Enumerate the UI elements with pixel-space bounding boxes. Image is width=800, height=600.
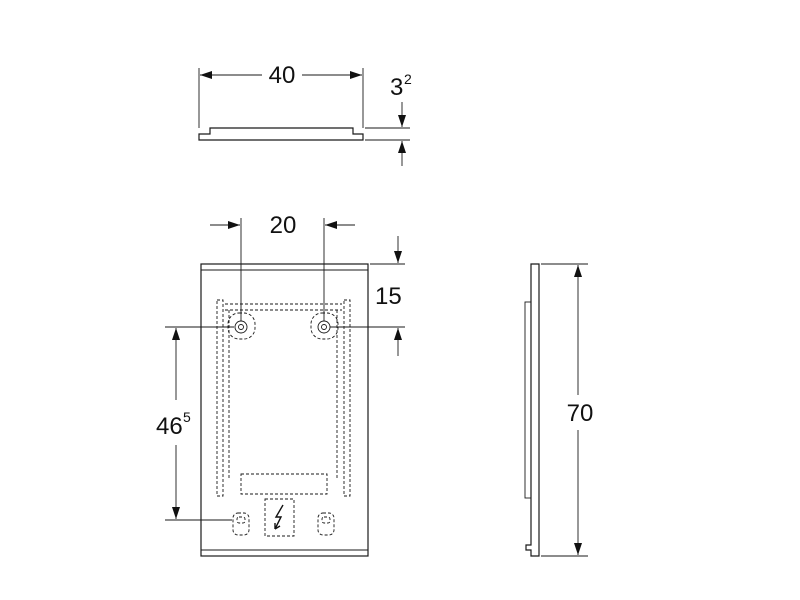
top-view: 40 3 2 xyxy=(198,62,412,166)
top-view-outline xyxy=(198,127,364,141)
dim-thickness-sup: 2 xyxy=(404,71,412,87)
lower-fixing-left xyxy=(232,512,250,536)
dim-top-offset: 15 xyxy=(375,283,402,310)
front-outline xyxy=(200,263,369,557)
dim-width-top: 40 xyxy=(269,62,296,89)
side-view: 70 xyxy=(524,263,594,557)
side-outline xyxy=(525,263,540,557)
mounting-hole-left xyxy=(227,312,256,340)
dim-vertical: 46 xyxy=(156,413,183,440)
dim-vertical-sup: 5 xyxy=(183,409,191,425)
hidden-rail-right xyxy=(343,299,351,497)
side-bracket xyxy=(524,301,532,499)
mounting-hole-right xyxy=(310,312,339,340)
dim-hole-spacing: 20 xyxy=(270,212,297,239)
lower-fixing-right-slot xyxy=(321,516,331,524)
lower-fixing-left-slot xyxy=(236,516,246,524)
lower-fixing-right xyxy=(317,512,335,536)
dim-height: 70 xyxy=(567,400,594,427)
hidden-rail-left xyxy=(216,299,224,497)
front-view: 20 15 46 5 xyxy=(156,212,405,557)
dim-thickness: 3 xyxy=(390,74,403,101)
power-connection-icon xyxy=(264,498,295,537)
hidden-bar xyxy=(240,473,328,495)
